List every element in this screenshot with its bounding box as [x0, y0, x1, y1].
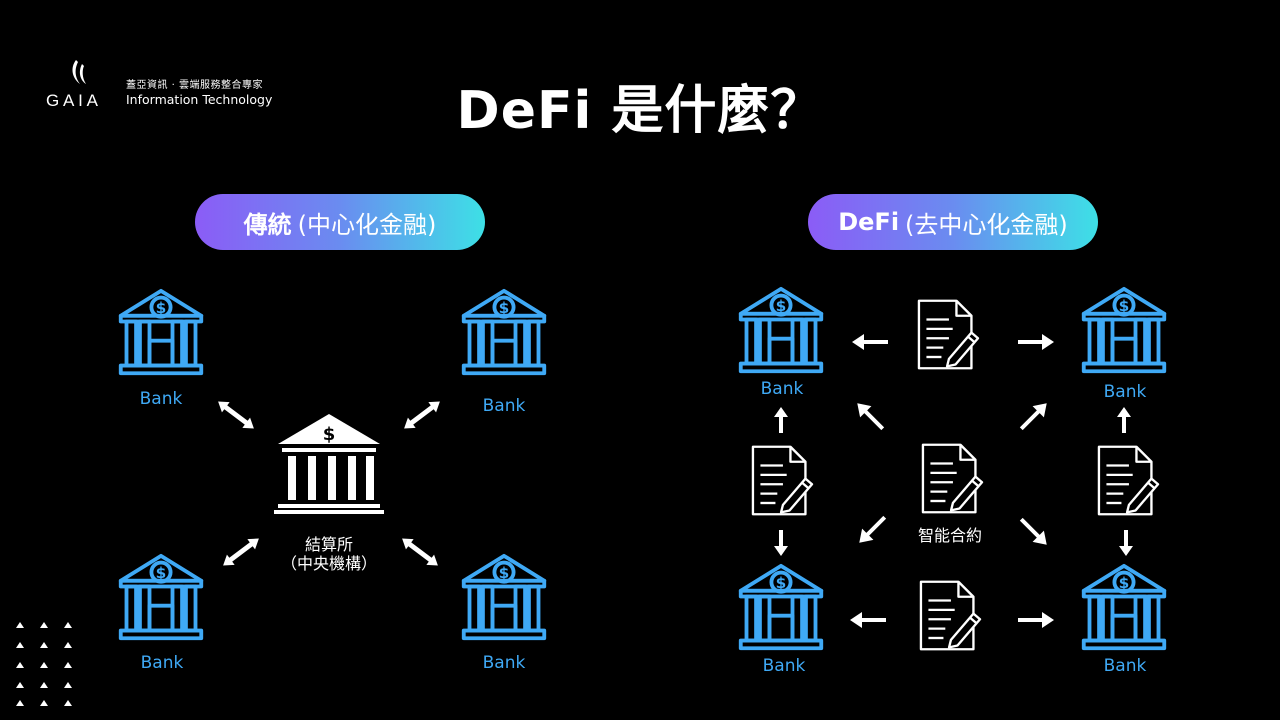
- gaia-logo-mark: [72, 60, 86, 84]
- bank-label: Bank: [139, 389, 183, 409]
- contract-document-icon: [917, 578, 983, 653]
- pill-bold-label: DeFi: [838, 208, 900, 236]
- arrow-up-icon: [1117, 407, 1131, 433]
- contract-document-icon: [1095, 443, 1161, 518]
- gaia-letters: G A I A: [46, 91, 99, 110]
- bank-label: Bank: [482, 396, 526, 416]
- contract-document-icon: [749, 443, 815, 518]
- arrow-diagonal-down-left-icon: [850, 508, 894, 552]
- bank-label: Bank: [482, 653, 526, 673]
- pill-bold-label: 傳統: [243, 210, 292, 239]
- arrow-left-icon: [846, 610, 890, 630]
- pill-sub-label: (中心化金融): [297, 210, 437, 239]
- arrow-up-icon: [774, 407, 788, 433]
- smart-contract-icon: [919, 441, 985, 516]
- double-arrow-icon: [392, 532, 448, 572]
- double-arrow-icon: [213, 532, 269, 572]
- bank-icon: [1078, 285, 1170, 377]
- logo-mark-text: G A I A: [46, 91, 99, 110]
- page-title: DeFi 是什麼？: [456, 81, 824, 141]
- company-logo: G A I A: [44, 56, 284, 116]
- contract-document-icon: [915, 297, 981, 372]
- logo-english-text: Information Technology: [126, 92, 273, 107]
- clearing-house-icon: $: [274, 414, 384, 514]
- arrow-left-icon: [848, 332, 892, 352]
- double-arrow-icon: [208, 395, 264, 435]
- center-label-line2: （中央機構）: [280, 554, 377, 573]
- arrow-down-icon: [774, 530, 788, 556]
- bank-label: Bank: [140, 653, 184, 673]
- dollar-symbol: $: [323, 424, 336, 445]
- clearing-house-label: 結算所 （中央機構）: [269, 535, 389, 573]
- bank-icon: [458, 552, 550, 644]
- bank-icon: [1078, 562, 1170, 654]
- bank-icon: [735, 285, 827, 377]
- defi-pill: DeFi (去中心化金融): [808, 194, 1098, 250]
- arrow-diagonal-up-right-icon: [1012, 394, 1056, 438]
- arrow-diagonal-down-right-icon: [1012, 510, 1056, 554]
- arrow-down-icon: [1119, 530, 1133, 556]
- bank-label: Bank: [1103, 656, 1147, 676]
- center-label-line1: 結算所: [304, 535, 353, 554]
- bank-label: Bank: [1103, 382, 1147, 402]
- traditional-finance-pill: 傳統 (中心化金融): [195, 194, 485, 250]
- arrow-right-icon: [1014, 332, 1058, 352]
- double-arrow-icon: [394, 395, 450, 435]
- bank-icon: [115, 552, 207, 644]
- bank-label: Bank: [762, 656, 806, 676]
- decorative-triangle-pattern: [16, 622, 72, 706]
- pill-sub-label: (去中心化金融): [905, 210, 1068, 239]
- arrow-right-icon: [1014, 610, 1058, 630]
- bank-icon: [115, 287, 207, 379]
- bank-label: Bank: [760, 379, 804, 399]
- logo-chinese-text: 蓋亞資訊 · 雲端服務整合專家: [126, 80, 264, 91]
- bank-icon: [458, 287, 550, 379]
- smart-contract-label: 智能合約: [917, 526, 982, 545]
- bank-icon: [735, 562, 827, 654]
- arrow-diagonal-up-left-icon: [848, 394, 892, 438]
